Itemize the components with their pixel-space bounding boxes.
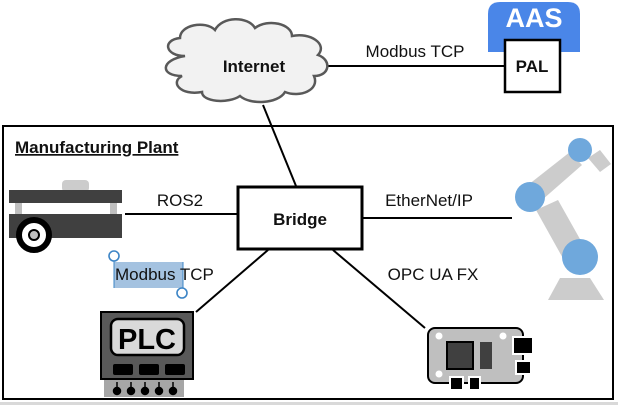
link-internet-bridge[interactable] [262,104,297,187]
internet-pal-link-label: Modbus TCP [366,42,465,61]
internet-label: Internet [223,57,286,76]
bottom-edge-strip [0,402,618,405]
ros2-link-label: ROS2 [157,191,203,210]
selection-end-handle[interactable] [176,287,188,299]
aas-pal-node[interactable]: AAS PAL [488,2,580,94]
plc-link-label-rest: TCP [175,265,213,284]
bridge-label: Bridge [273,210,327,229]
link-bridge-edge-device[interactable] [332,249,426,329]
plc-link-label-selected: Modbus [115,265,175,284]
selection-start-handle[interactable] [108,250,120,262]
bridge-node[interactable]: Bridge [236,185,364,251]
ethernet-ip-link-label: EtherNet/IP [385,191,473,210]
pal-box [503,38,562,94]
cloud-icon [164,18,329,104]
modbus-tcp-text-selection[interactable]: Modbus TCP [108,250,214,299]
plc-link-label: Modbus TCP [115,265,214,284]
internet-cloud[interactable]: Internet [164,18,329,104]
agv-icon[interactable] [9,180,122,253]
opc-ua-fx-link-label: OPC UA FX [388,265,479,284]
manufacturing-plant-frame [2,125,614,400]
aas-badge-label: AAS [505,3,562,33]
plc-icon[interactable]: PLC [100,311,194,397]
bridge-box [236,185,364,251]
pal-label: PAL [516,57,549,76]
plant-title: Manufacturing Plant [15,138,179,157]
plc-label: PLC [118,324,176,356]
edge-device-icon[interactable] [427,327,534,391]
link-bridge-plc[interactable] [195,249,269,313]
selection-highlight [114,262,183,288]
robot-arm-icon[interactable] [515,138,611,300]
